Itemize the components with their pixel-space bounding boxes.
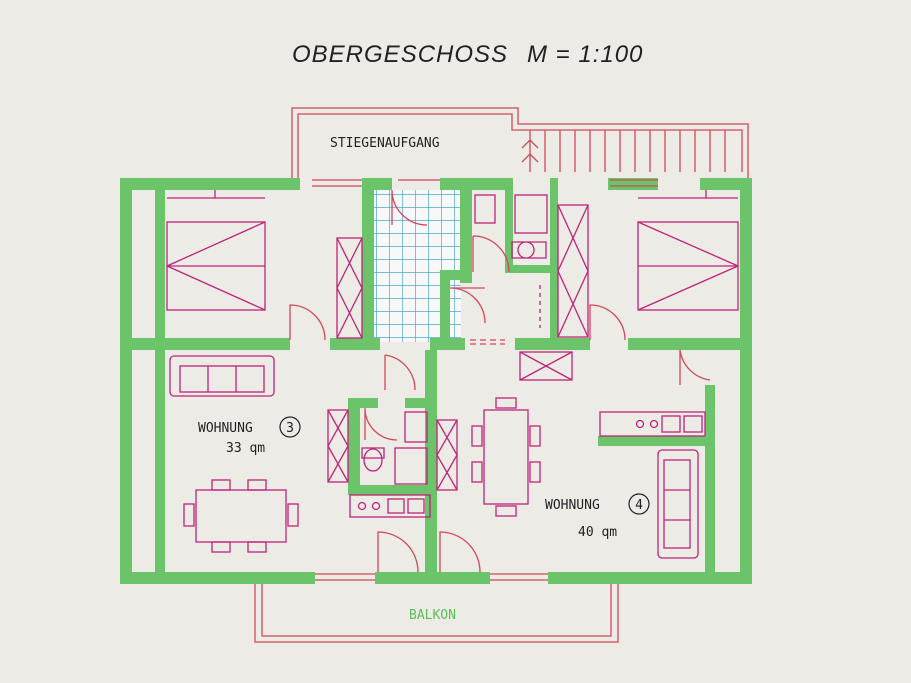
balcony-label: BALKON <box>409 608 456 623</box>
unit-4-area: 40 qm <box>578 525 617 540</box>
unit-3-area: 33 qm <box>226 441 265 456</box>
balcony <box>254 582 619 643</box>
wardrobe-small-right <box>436 419 458 491</box>
sofa-left <box>169 355 275 397</box>
unit-3-number-circle <box>279 416 301 438</box>
unit-3-label: WOHNUNG 3 33 qm <box>198 416 301 456</box>
unit-4-name: WOHNUNG <box>545 498 600 513</box>
doors <box>289 189 711 573</box>
plan-title: OBERGESCHOSS <box>292 41 508 68</box>
wardrobe-left <box>336 237 363 339</box>
unit-3-name: WOHNUNG <box>198 421 253 436</box>
wardrobe-small-left <box>327 409 349 483</box>
bed-right <box>637 190 739 311</box>
dining-table-right <box>471 397 541 517</box>
unit-3-number: 3 <box>286 421 294 436</box>
unit-4-number-circle <box>628 493 650 515</box>
staircase <box>291 107 749 180</box>
windows <box>312 179 658 581</box>
kitchen-left <box>349 494 431 518</box>
kitchen-right <box>599 411 706 437</box>
plan-scale: M = 1:100 <box>527 41 643 68</box>
walls <box>120 178 752 584</box>
sofa-right <box>657 449 699 559</box>
bed-left <box>166 190 266 311</box>
unit-4-number: 4 <box>635 498 643 513</box>
furniture <box>166 190 739 559</box>
unit-4-label: WOHNUNG 4 40 qm <box>545 493 650 540</box>
wardrobe-hall <box>519 351 573 381</box>
dining-table-left <box>183 479 299 553</box>
stair-steps <box>521 130 726 172</box>
wardrobe-right <box>557 204 589 338</box>
stair-label: STIEGENAUFGANG <box>330 136 440 151</box>
bath-fixtures <box>361 194 548 485</box>
